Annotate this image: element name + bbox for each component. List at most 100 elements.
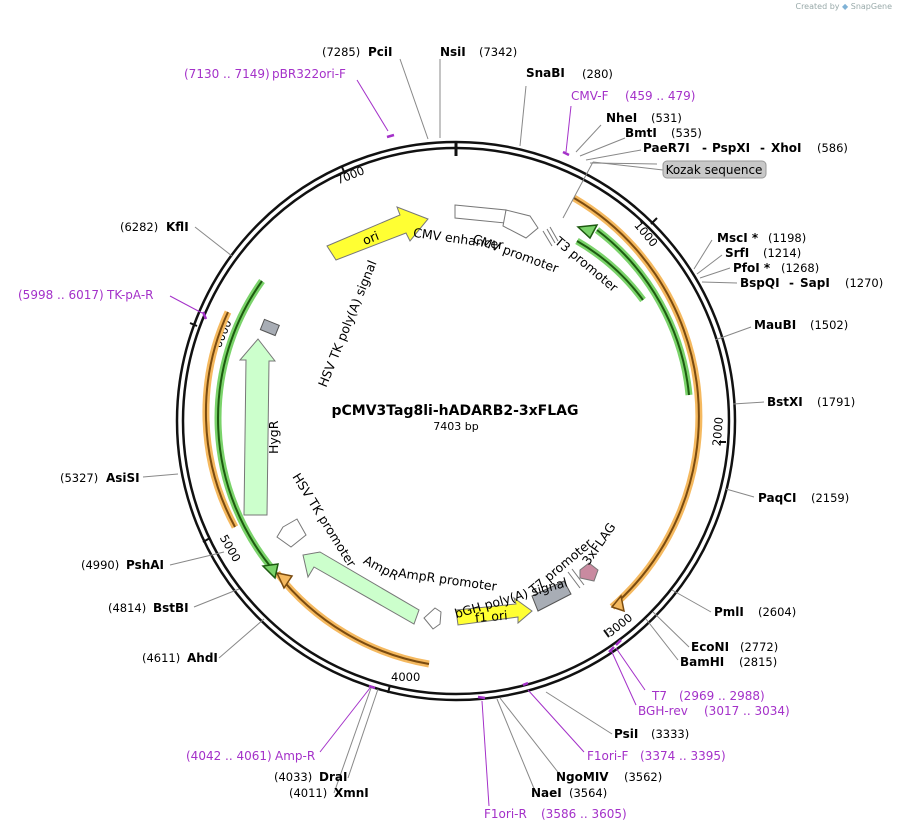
- site-asisi: AsiSI: [106, 471, 140, 485]
- site-bstxi-pos: (1791): [817, 395, 855, 409]
- site-snabi: SnaBI: [526, 66, 565, 80]
- site-bamhi: BamHI: [680, 655, 724, 669]
- site-xmni: XmnI: [334, 786, 369, 800]
- site-paer7i: PaeR7I: [643, 141, 690, 155]
- feature-3xflag: [579, 562, 599, 582]
- watermark-prefix: Created by: [795, 2, 840, 11]
- site-bspqi: BspQI: [740, 276, 780, 290]
- primer-bgh-rev-range: (3017 .. 3034): [704, 704, 790, 718]
- site-pcii: PciI: [368, 45, 393, 59]
- site-pmli: PmlI: [714, 605, 744, 619]
- orf-green-left-arrowhead: [261, 563, 279, 580]
- site-leaders: [142, 58, 765, 794]
- site-pfoi: PfoI *: [733, 261, 771, 275]
- primer-cmv-f: CMV-F: [571, 89, 609, 103]
- site-ngomiv: NgoMIV: [556, 770, 609, 784]
- primer-t7-range: (2969 .. 2988): [679, 689, 765, 703]
- site-pshai: PshAI: [126, 558, 164, 572]
- primer-bgh-rev: BGH-rev: [638, 704, 688, 718]
- site-sep-3: -: [789, 276, 794, 290]
- site-asisi-pos: (5327): [60, 471, 98, 485]
- orf-left: [204, 311, 236, 528]
- site-ahdi: AhdI: [187, 651, 218, 665]
- site-sep-2: -: [760, 141, 765, 155]
- site-bamhi-pos: (2815): [739, 655, 777, 669]
- site-bstbi-pos: (4814): [108, 601, 146, 615]
- feature-ampr: [302, 551, 420, 625]
- site-econi: EcoNI: [691, 640, 729, 654]
- watermark-brand: SnapGene: [850, 2, 892, 11]
- site-bstxi: BstXI: [767, 395, 803, 409]
- feature-bgh-polya: [531, 580, 572, 612]
- site-srfi: SrfI: [725, 246, 749, 260]
- site-bstbi: BstBI: [153, 601, 189, 615]
- orf-green-left: [217, 280, 276, 573]
- feature-cmv-promoter-label: CMV promoter: [471, 231, 562, 276]
- feature-f1-ori-label: f1 ori: [474, 607, 508, 625]
- site-nsii: NsiI: [440, 45, 466, 59]
- site-msci: MscI *: [717, 231, 759, 245]
- site-xhoi-pos: (586): [817, 141, 848, 155]
- plasmid-length: 7403 bp: [433, 420, 478, 433]
- backbone: [175, 140, 737, 702]
- site-paqci: PaqCI: [758, 491, 796, 505]
- site-xhoi: XhoI: [771, 141, 802, 155]
- feature-ampr-promoter-label: AmpR promoter: [397, 565, 498, 594]
- site-nsii-pos: (7342): [479, 45, 517, 59]
- snapgene-watermark: Created by ◆ SnapGene: [795, 2, 892, 11]
- site-naei-pos: (3564): [569, 786, 607, 800]
- feature-hygr-label: HygR: [266, 420, 281, 454]
- feature-ori-label: ori: [360, 228, 381, 248]
- feature-t7-promoter: [567, 571, 581, 589]
- site-naei: NaeI: [531, 786, 562, 800]
- site-ngomiv-pos: (3562): [624, 770, 662, 784]
- site-drai-pos: (4033): [274, 770, 312, 784]
- feature-cmv-enhancer: [454, 204, 507, 224]
- site-sapi: SapI: [800, 276, 830, 290]
- primer-amp-r: Amp-R: [275, 749, 315, 763]
- kozak-badge: [662, 160, 767, 179]
- restriction-sites: (7285) PciI NsiI (7342) SnaBI (280) NheI…: [60, 45, 883, 800]
- feature-hsv-tk-polya: [259, 318, 280, 337]
- feature-hsv-tk-polya-label: HSV TK poly(A) signal: [315, 258, 380, 389]
- feature-hygr: [238, 338, 277, 516]
- orf-hadarb2: [573, 197, 700, 608]
- feature-cmv-promoter: [502, 209, 539, 239]
- feature-ampr-label: AmpR: [361, 552, 401, 583]
- snapgene-logo-icon: ◆: [842, 2, 849, 11]
- site-maubi-pos: (1502): [810, 318, 848, 332]
- orf-green-right: [596, 229, 690, 396]
- orf-hadarb2-arrowhead: [610, 594, 625, 613]
- tick-label-4000: 4000: [391, 670, 420, 684]
- site-pspxi: PspXI: [712, 141, 750, 155]
- site-bmti: BmtI: [625, 126, 657, 140]
- primer-tk-pa-r: TK-pA-R: [106, 288, 154, 302]
- feature-t3-promoter: [542, 230, 553, 247]
- primer-f1ori-r-range: (3586 .. 3605): [541, 807, 627, 821]
- primers: (7130 .. 7149) pBR322ori-F CMV-F (459 ..…: [18, 67, 790, 821]
- orf-lower-arrowhead: [275, 571, 294, 590]
- site-drai: DraI: [319, 770, 347, 784]
- primer-t7: T7: [651, 689, 667, 703]
- site-bmti-pos: (535): [671, 126, 702, 140]
- primer-cmv-f-range: (459 .. 479): [625, 89, 695, 103]
- site-psii-pos: (3333): [651, 727, 689, 741]
- feature-hsv-tk-promoter: [276, 518, 307, 548]
- orf-green-right-arrowhead: [576, 224, 599, 240]
- primer-f1ori-r: F1ori-R: [484, 807, 527, 821]
- site-maubi: MauBI: [754, 318, 796, 332]
- site-sep-1: -: [702, 141, 707, 155]
- plasmid-name: pCMV3Tag8li-hADARB2-3xFLAG: [331, 403, 578, 419]
- tick-label-3000: 3000: [603, 610, 635, 639]
- primer-amp-r-range: (4042 .. 4061): [186, 749, 272, 763]
- site-sapi-pos: (1270): [845, 276, 883, 290]
- tick-label-2000: 2000: [709, 416, 725, 446]
- site-ahdi-pos: (4611): [142, 651, 180, 665]
- site-nhei: NheI: [606, 111, 637, 125]
- site-paqci-pos: (2159): [811, 491, 849, 505]
- site-kfli-pos: (6282): [120, 220, 158, 234]
- site-pshai-pos: (4990): [81, 558, 119, 572]
- orf-arcs: [202, 194, 703, 668]
- site-pfoi-pos: (1268): [781, 261, 819, 275]
